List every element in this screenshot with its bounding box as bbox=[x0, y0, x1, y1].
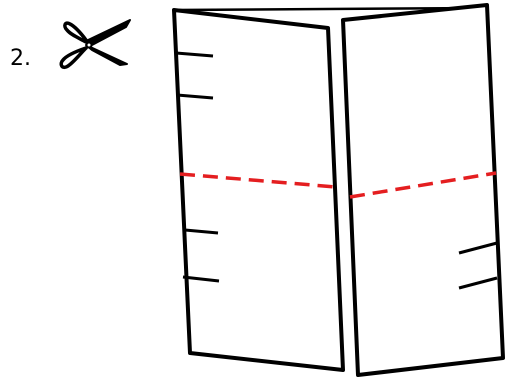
left-tick-marks bbox=[175, 51, 220, 283]
cut-line-left bbox=[179, 172, 337, 189]
tick-mark bbox=[175, 51, 214, 58]
right-panel bbox=[341, 3, 505, 377]
cut-line-right bbox=[349, 171, 497, 199]
tick-mark bbox=[184, 228, 219, 235]
tick-mark bbox=[458, 241, 498, 255]
step-number: 2. bbox=[10, 46, 31, 71]
right-tick-marks bbox=[458, 241, 498, 290]
cut-line bbox=[179, 171, 497, 199]
tick-mark bbox=[182, 275, 220, 283]
top-fold-edge bbox=[173, 6, 488, 12]
scissors-icon bbox=[59, 19, 131, 70]
tick-mark bbox=[176, 93, 214, 100]
left-panel bbox=[172, 8, 345, 372]
tick-mark bbox=[458, 276, 498, 290]
